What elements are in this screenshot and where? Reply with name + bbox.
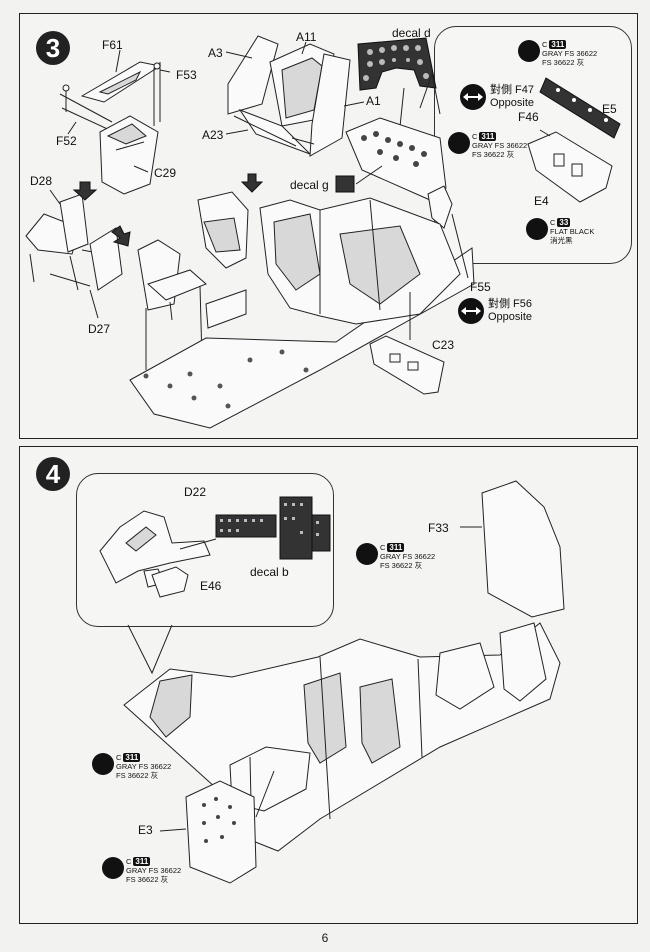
paint-code: 311 <box>123 753 141 762</box>
opposite-f47-text: Opposite <box>490 97 535 109</box>
label-a1: A1 <box>366 94 381 108</box>
paint-name-cn: FS 36622 灰 <box>116 771 159 780</box>
part-f33-glass <box>481 480 565 618</box>
paint-name-cn: FS 36622 灰 <box>472 150 515 159</box>
step-4-drawing <box>99 480 565 884</box>
paint-brush-icon <box>102 857 124 879</box>
label-d27: D27 <box>88 322 111 336</box>
label-d22: D22 <box>184 485 207 499</box>
decal-d-instrument-panel <box>357 37 437 91</box>
paint-brush-icon <box>356 543 378 565</box>
paint-code: 311 <box>387 543 405 552</box>
paint-name-cn: FS 36622 灰 <box>380 561 423 570</box>
page-number: 6 <box>321 931 329 945</box>
paint-name-cn: FS 36622 灰 <box>542 58 585 67</box>
opposite-f56-text: Opposite <box>488 311 533 323</box>
decal-g-swatch <box>335 175 355 193</box>
opposite-f56-note: 對側 F56 Opposite <box>488 298 532 324</box>
paint-code: 311 <box>479 132 497 141</box>
label-f53: F53 <box>176 68 197 82</box>
opposite-f56-ref: 對側 F56 <box>488 298 533 310</box>
step-3-drawing <box>25 35 621 429</box>
step-4-panel: 4 <box>19 446 638 924</box>
label-f55: F55 <box>470 280 491 294</box>
step-number-badge: 4 <box>36 457 70 491</box>
label-e46: E46 <box>200 579 222 593</box>
paint-name: GRAY FS 36622 <box>116 762 172 771</box>
label-f61: F61 <box>102 38 123 52</box>
label-e3: E3 <box>138 823 153 837</box>
part-c29-seat-back <box>99 115 159 195</box>
part-a-seat-assembly <box>227 35 351 157</box>
label-d28: D28 <box>30 174 53 188</box>
paint-name: FLAT BLACK <box>550 227 595 236</box>
opposite-arrow-icon <box>458 298 484 324</box>
opposite-arrow-icon <box>460 84 486 110</box>
paint-name: GRAY FS 36622 <box>542 49 598 58</box>
label-c29: C29 <box>154 166 177 180</box>
paint-brush-icon <box>92 753 114 775</box>
paint-name-cn: 消光黑 <box>550 236 573 245</box>
part-e4-panel <box>527 131 613 203</box>
label-f46: F46 <box>518 110 539 124</box>
paint-code: 311 <box>133 857 151 866</box>
part-d27-seat-frame <box>137 239 207 370</box>
paint-name: GRAY FS 36622 <box>472 141 528 150</box>
paint-name: GRAY FS 36622 <box>380 552 436 561</box>
label-f52: F52 <box>56 134 77 148</box>
label-a23: A23 <box>202 128 224 142</box>
paint-brush-icon <box>448 132 470 154</box>
opposite-f47-ref: 對側 F47 <box>490 84 535 96</box>
part-d28-seat <box>25 193 123 291</box>
paint-code: 311 <box>549 40 567 49</box>
part-instrument-panel <box>345 117 447 201</box>
paint-brush-icon <box>518 40 540 62</box>
part-e5-panel <box>539 77 621 139</box>
step-3-panel: 3 <box>19 13 638 439</box>
part-armor-plate <box>197 191 249 269</box>
label-decal-g: decal g <box>290 178 329 192</box>
part-e3-panel <box>185 780 257 884</box>
label-decal-d: decal d <box>392 26 431 40</box>
part-c23 <box>369 335 445 395</box>
paint-name-cn: FS 36622 灰 <box>126 875 169 884</box>
paint-name: GRAY FS 36622 <box>126 866 182 875</box>
step-number-badge: 3 <box>36 31 70 65</box>
label-decal-b: decal b <box>250 565 289 579</box>
opposite-f47-note: 對側 F47 Opposite <box>490 84 534 110</box>
label-e5: E5 <box>602 102 617 116</box>
paint-brush-icon <box>526 218 548 240</box>
label-f33: F33 <box>428 521 449 535</box>
part-e46 <box>151 566 189 598</box>
label-e4: E4 <box>534 194 549 208</box>
label-a3: A3 <box>208 46 223 60</box>
decal-b <box>215 496 331 560</box>
label-a11: A11 <box>296 30 317 44</box>
label-c23: C23 <box>432 338 455 352</box>
paint-code: 33 <box>557 218 571 227</box>
part-f61-frame <box>59 61 162 133</box>
